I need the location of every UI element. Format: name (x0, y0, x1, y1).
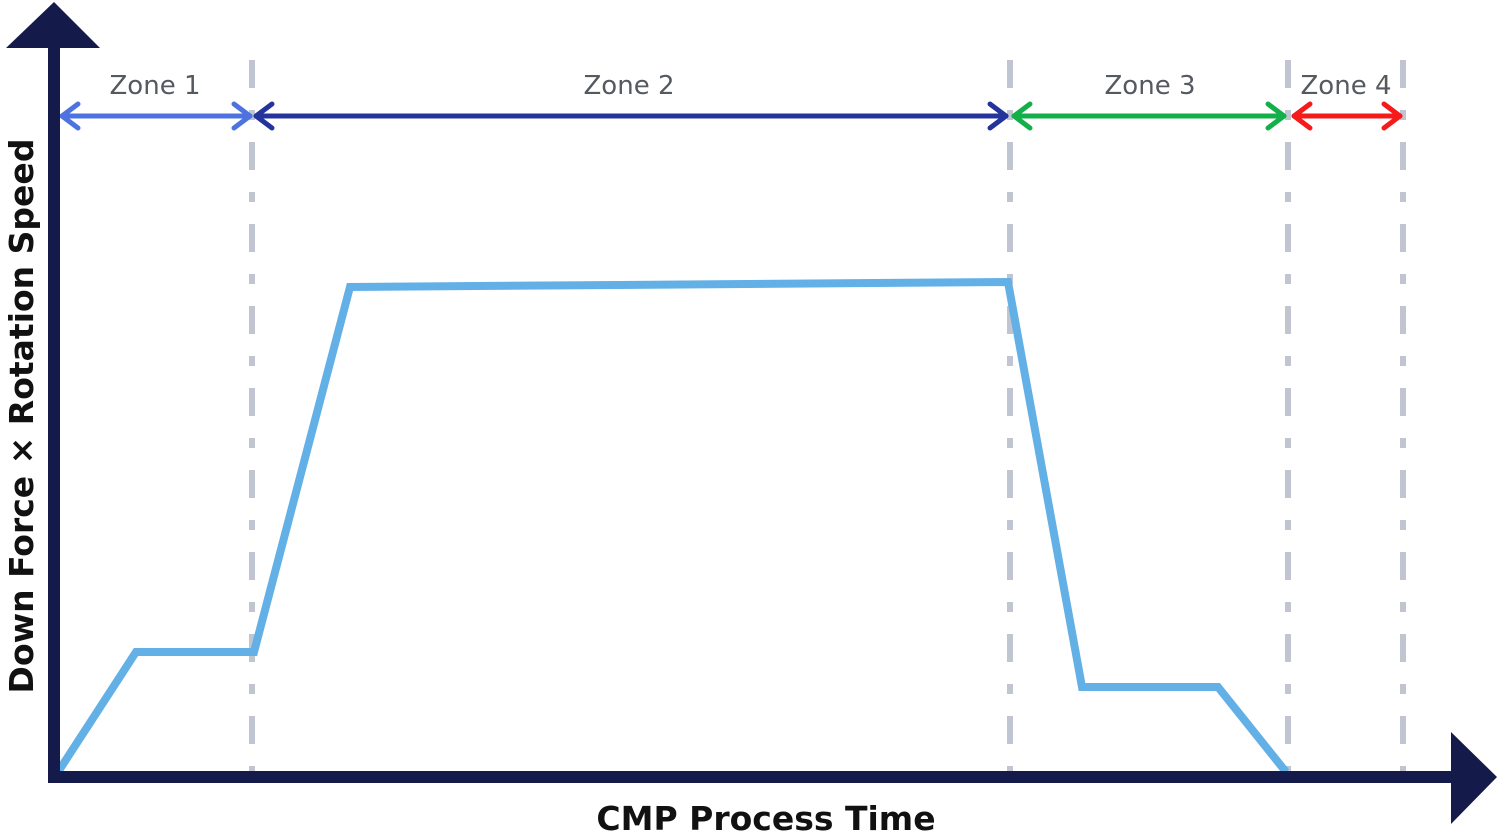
zone-4-label: Zone 4 (1301, 71, 1392, 101)
zone3-double-arrow-icon (1011, 101, 1287, 131)
y-axis-arrowhead-icon (6, 2, 100, 48)
x-axis-arrowhead-icon (1451, 732, 1497, 824)
process-profile-line (54, 277, 1290, 775)
zone1-double-arrow-icon (59, 101, 253, 131)
zone-2-label: Zone 2 (584, 71, 675, 101)
y-axis-title: Down Force × Rotation Speed (2, 139, 41, 694)
x-axis-title: CMP Process Time (596, 799, 935, 834)
axes (6, 2, 1497, 824)
zone-arrows (59, 101, 1403, 131)
y-axis-line (48, 40, 60, 782)
zone4-double-arrow-icon (1291, 101, 1403, 131)
zone-dividers (249, 60, 1406, 772)
zone2-double-arrow-icon (253, 101, 1009, 131)
x-axis-line (48, 771, 1458, 783)
zone-3-label: Zone 3 (1105, 71, 1196, 101)
zone-1-label: Zone 1 (110, 71, 201, 101)
